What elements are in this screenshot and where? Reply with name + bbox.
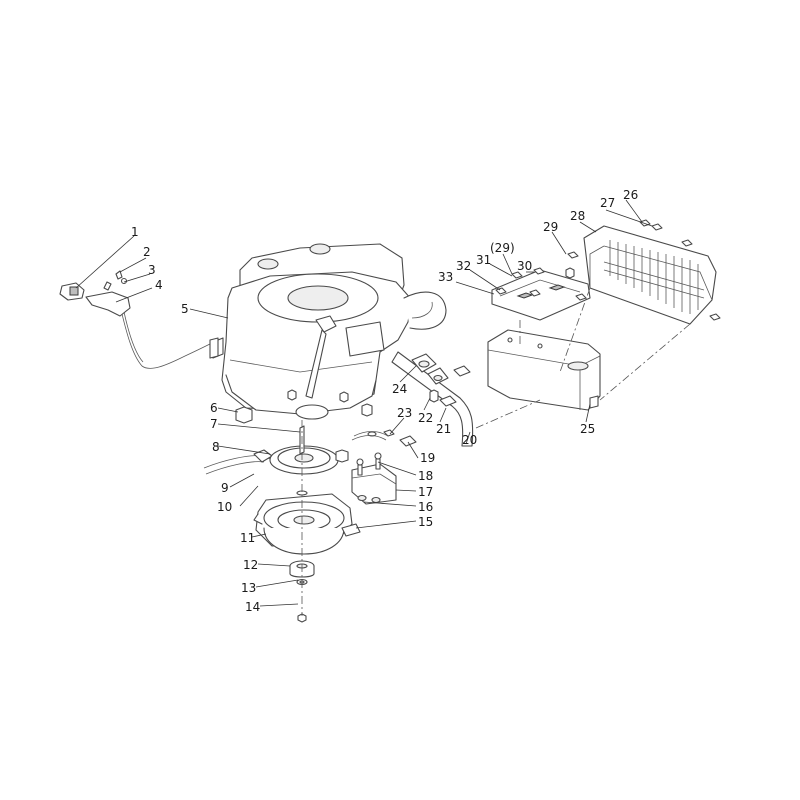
callout-5: 5 <box>181 302 189 316</box>
exhaust-pipe <box>391 351 474 447</box>
heat-shield <box>559 219 721 401</box>
callout-31: 31 <box>476 253 491 267</box>
callout-14: 14 <box>245 600 260 614</box>
callout-15: 15 <box>418 515 433 529</box>
callout-3: 3 <box>148 263 156 277</box>
callout-8: 8 <box>212 440 220 454</box>
callout-4: 4 <box>155 278 163 292</box>
callout-12: 12 <box>243 558 258 572</box>
muffler <box>487 329 601 411</box>
pulley-and-wiring <box>203 425 389 475</box>
leader-lines <box>75 199 653 607</box>
callout-32: 32 <box>456 259 471 273</box>
callout-25: 25 <box>580 422 595 436</box>
callout-23: 23 <box>397 406 412 420</box>
callout-11: 11 <box>240 531 255 545</box>
callout-27: 27 <box>600 196 615 210</box>
callout-18: 18 <box>418 469 433 483</box>
spacer-washer-nut <box>289 420 315 623</box>
callout-30: 30 <box>517 259 532 273</box>
callout-labels: 1 2 3 4 5 6 7 8 9 10 11 12 13 14 15 16 1… <box>131 188 638 614</box>
muffler-bracket <box>491 267 591 344</box>
heat-shield-slots <box>603 240 705 314</box>
exhaust-gaskets <box>411 353 449 385</box>
callout-28: 28 <box>570 209 585 223</box>
callout-22: 22 <box>418 411 433 425</box>
callout-29-repeat: (29) <box>490 241 515 255</box>
assembly-line <box>475 399 541 429</box>
callout-20: 20 <box>462 433 477 447</box>
callout-10: 10 <box>217 500 232 514</box>
bolts-misc <box>235 365 471 447</box>
callout-19: 19 <box>420 451 435 465</box>
callout-17: 17 <box>418 485 433 499</box>
callout-1: 1 <box>131 225 139 239</box>
callout-9: 9 <box>221 481 229 495</box>
callout-7: 7 <box>210 417 218 431</box>
callout-33: 33 <box>438 270 453 284</box>
callout-2: 2 <box>143 245 151 259</box>
throttle-cable-assembly <box>59 270 224 369</box>
callout-29: 29 <box>543 220 558 234</box>
callout-26: 26 <box>623 188 638 202</box>
callout-21: 21 <box>436 422 451 436</box>
engine-block <box>209 243 447 420</box>
callout-6: 6 <box>210 401 218 415</box>
callout-24: 24 <box>392 382 407 396</box>
clutch-bracket <box>351 452 397 505</box>
callout-16: 16 <box>418 500 433 514</box>
pto-clutch <box>253 490 361 555</box>
callout-13: 13 <box>241 581 256 595</box>
